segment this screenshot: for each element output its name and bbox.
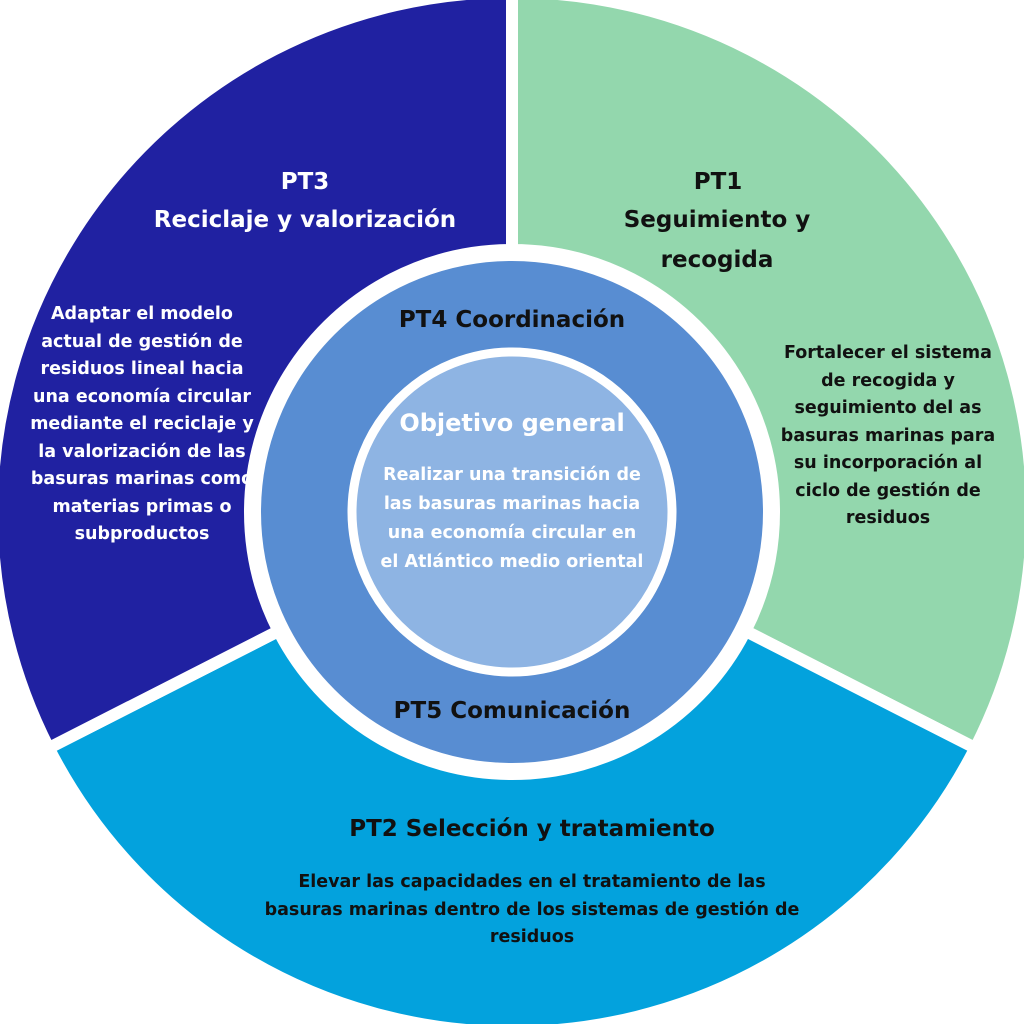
- pt2-description: Elevar las capacidades en el tratamiento…: [264, 872, 800, 947]
- center-title: Objetivo general: [399, 409, 625, 437]
- general-objective-circle: [347, 347, 677, 677]
- pt2-segment: [40, 622, 984, 1024]
- center-description: Realizar una transición de las basuras m…: [380, 465, 644, 572]
- pt1-code: PT1: [693, 169, 743, 195]
- pt3-description: Adaptar el modelo actual de gestión de r…: [30, 304, 254, 544]
- pt5-label: PT5 Comunicación: [393, 698, 631, 724]
- pt1-segment: [506, 0, 1024, 757]
- pt1-title: Seguimiento y recogida: [623, 207, 811, 273]
- pt3-segment: [0, 0, 518, 757]
- pt1-description: Fortalecer el sistema de recogida y segu…: [780, 343, 996, 528]
- pt3-title: Reciclaje y valorización: [153, 207, 457, 233]
- pt2-title: PT2 Selección y tratamiento: [349, 816, 715, 842]
- pt4-label: PT4 Coordinación: [398, 307, 626, 333]
- pt3-code: PT3: [280, 169, 330, 195]
